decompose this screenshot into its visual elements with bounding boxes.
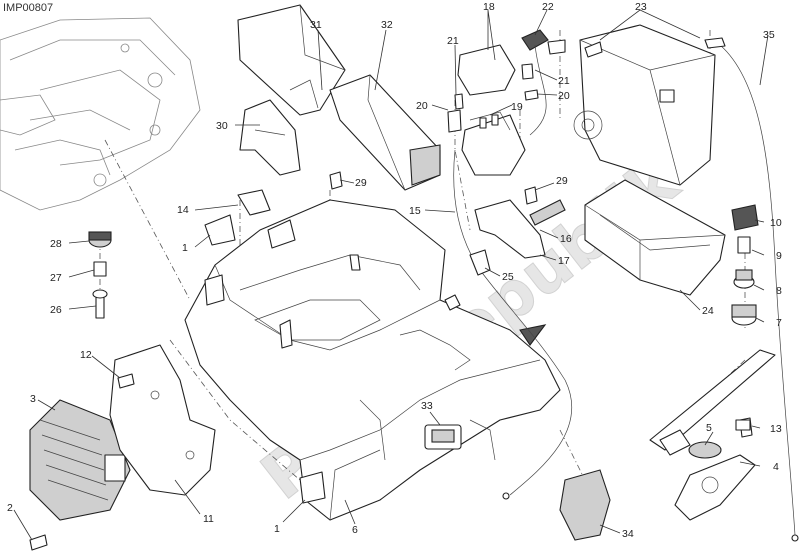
bracket-11 <box>109 344 216 496</box>
bracket-30 <box>239 99 301 176</box>
callout-13: 13 <box>770 423 782 435</box>
leader-lines <box>13 9 769 541</box>
relay-18-19 <box>457 44 526 176</box>
screws-2-12-13 <box>29 373 751 551</box>
bolts-26-28 <box>88 231 112 319</box>
bracket-16-17 <box>469 199 566 276</box>
callout-27: 27 <box>50 272 62 284</box>
callout-26: 26 <box>50 304 62 316</box>
callout-9: 9 <box>776 250 782 262</box>
diagram-code: IMP00807 <box>3 2 54 14</box>
screws-20-21 <box>447 63 539 133</box>
callout-3: 3 <box>30 393 36 405</box>
battery-23 <box>573 24 716 186</box>
callout-10: 10 <box>770 217 782 229</box>
cable-15 <box>453 149 572 500</box>
callout-12: 12 <box>80 349 92 361</box>
callout-16: 16 <box>560 233 572 245</box>
callout-32: 32 <box>381 19 393 31</box>
callout-34: 34 <box>622 528 634 540</box>
callout-11: 11 <box>203 513 214 525</box>
callout-29-right: 29 <box>556 175 568 187</box>
callout-17: 17 <box>558 255 570 267</box>
callout-21-left: 21 <box>447 35 459 47</box>
callout-6: 6 <box>352 524 358 536</box>
callout-1-bottom: 1 <box>274 523 280 535</box>
callout-8: 8 <box>776 285 782 297</box>
regulator-3 <box>29 399 131 521</box>
callout-31: 31 <box>310 19 322 31</box>
callout-18: 18 <box>483 1 495 13</box>
callout-7: 7 <box>776 317 782 329</box>
callout-23: 23 <box>635 1 647 13</box>
callout-33: 33 <box>421 400 433 412</box>
cable-35 <box>704 37 799 542</box>
callout-4: 4 <box>773 461 779 473</box>
clips-1-14 <box>204 189 326 504</box>
callout-5: 5 <box>706 422 712 434</box>
callout-21-right: 21 <box>558 75 570 87</box>
callout-2: 2 <box>7 502 13 514</box>
callout-15: 15 <box>409 205 421 217</box>
cover-32 <box>329 74 441 191</box>
callout-1-top: 1 <box>182 242 188 254</box>
callout-14: 14 <box>177 204 189 216</box>
callout-20-right: 20 <box>558 90 570 102</box>
terminal-22 <box>521 29 566 136</box>
callout-22: 22 <box>542 1 554 13</box>
battery-cover-31 <box>237 4 346 116</box>
callout-20-left: 20 <box>416 100 428 112</box>
frame-section <box>0 17 201 211</box>
callout-24: 24 <box>702 305 714 317</box>
connector-33 <box>424 424 462 450</box>
callout-30: 30 <box>216 120 228 132</box>
battery-holder-24 <box>584 179 726 296</box>
battery-tray-6 <box>184 199 561 521</box>
callout-28: 28 <box>50 238 62 250</box>
callouts: 31 32 30 29 18 22 23 35 21 20 19 21 20 2… <box>7 1 782 540</box>
parts-stack-7-10 <box>731 204 759 326</box>
callout-19: 19 <box>511 101 523 113</box>
callout-35: 35 <box>763 29 775 41</box>
callout-25: 25 <box>502 271 514 283</box>
bracket-34 <box>559 469 611 541</box>
screws-29 <box>329 171 538 205</box>
strap-4-5 <box>649 349 776 521</box>
callout-29-top: 29 <box>355 177 367 189</box>
